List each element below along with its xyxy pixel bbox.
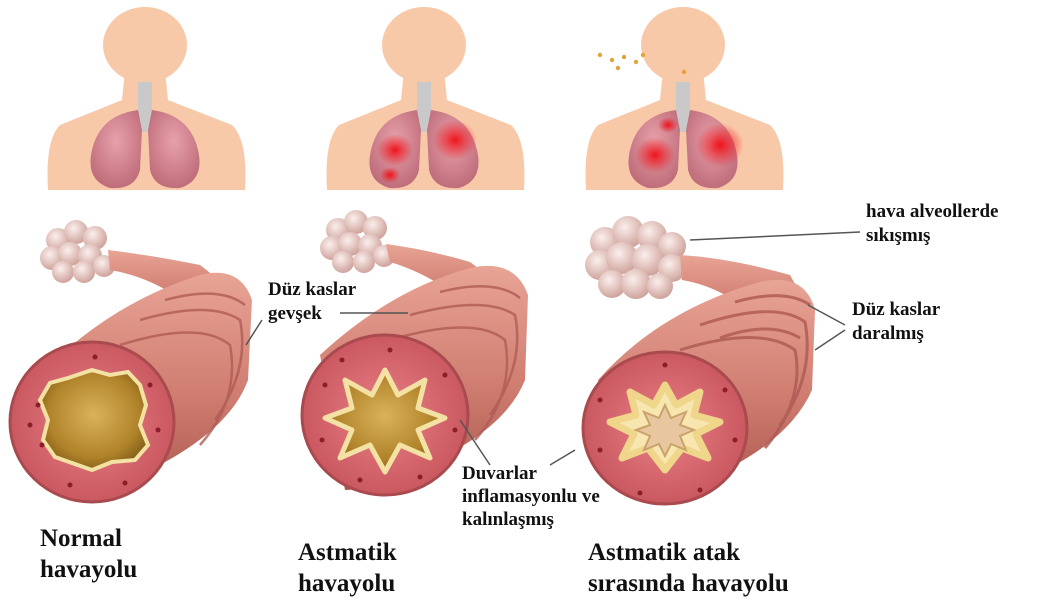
torso-normal	[48, 7, 246, 190]
caption-line: Astmatik	[298, 537, 397, 568]
airway-asthmatic	[302, 210, 528, 495]
airway-normal	[10, 220, 252, 502]
label-line: hava alveollerde	[866, 200, 998, 224]
label-line: Düz kaslar	[268, 278, 356, 302]
caption-line: Astmatik atak	[588, 537, 789, 568]
alveoli-cluster	[320, 210, 395, 273]
label-line: kalınlaşmış	[462, 508, 600, 531]
inflammation-spot	[377, 134, 413, 166]
airway-attack	[583, 216, 815, 504]
label-air-trapped: hava alveollerde sıkışmış	[866, 200, 998, 248]
label-line: daralmış	[852, 322, 940, 346]
label-walls-inflamed: Duvarlar inflamasyonlu ve kalınlaşmış	[462, 462, 600, 531]
label-line: sıkışmış	[866, 224, 998, 248]
label-smooth-muscle-tightened: Düz kaslar daralmış	[852, 298, 940, 346]
inflammation-spot	[696, 123, 744, 167]
airway-lumen-constricted	[636, 405, 694, 456]
leader-muscle-tightened-bottom	[815, 330, 845, 350]
alveoli-cluster-swollen	[585, 216, 686, 299]
caption-asthmatic: Astmatik havayolu	[298, 537, 397, 599]
caption-line: havayolu	[298, 568, 397, 599]
label-line: Duvarlar	[462, 462, 600, 485]
caption-line: sırasında havayolu	[588, 568, 789, 599]
label-line: Düz kaslar	[852, 298, 940, 322]
alveoli-cluster	[40, 220, 115, 283]
inflammation-spot	[433, 120, 477, 160]
torso-asthmatic	[327, 7, 525, 190]
caption-line: Normal	[40, 523, 137, 554]
label-smooth-muscle-relaxed: Düz kaslar gevşek	[268, 278, 356, 326]
caption-line: havayolu	[40, 554, 137, 585]
label-line: inflamasyonlu ve	[462, 485, 600, 508]
inflammation-spot	[380, 167, 400, 183]
leader-air-trapped	[690, 232, 860, 240]
inflammation-spot	[658, 117, 678, 133]
torso-attack	[586, 7, 784, 190]
caption-normal: Normal havayolu	[40, 523, 137, 585]
inflammation-spot	[635, 137, 675, 173]
caption-attack: Astmatik atak sırasında havayolu	[588, 537, 789, 599]
label-line: gevşek	[268, 302, 356, 326]
airway-lumen-open	[40, 370, 148, 470]
